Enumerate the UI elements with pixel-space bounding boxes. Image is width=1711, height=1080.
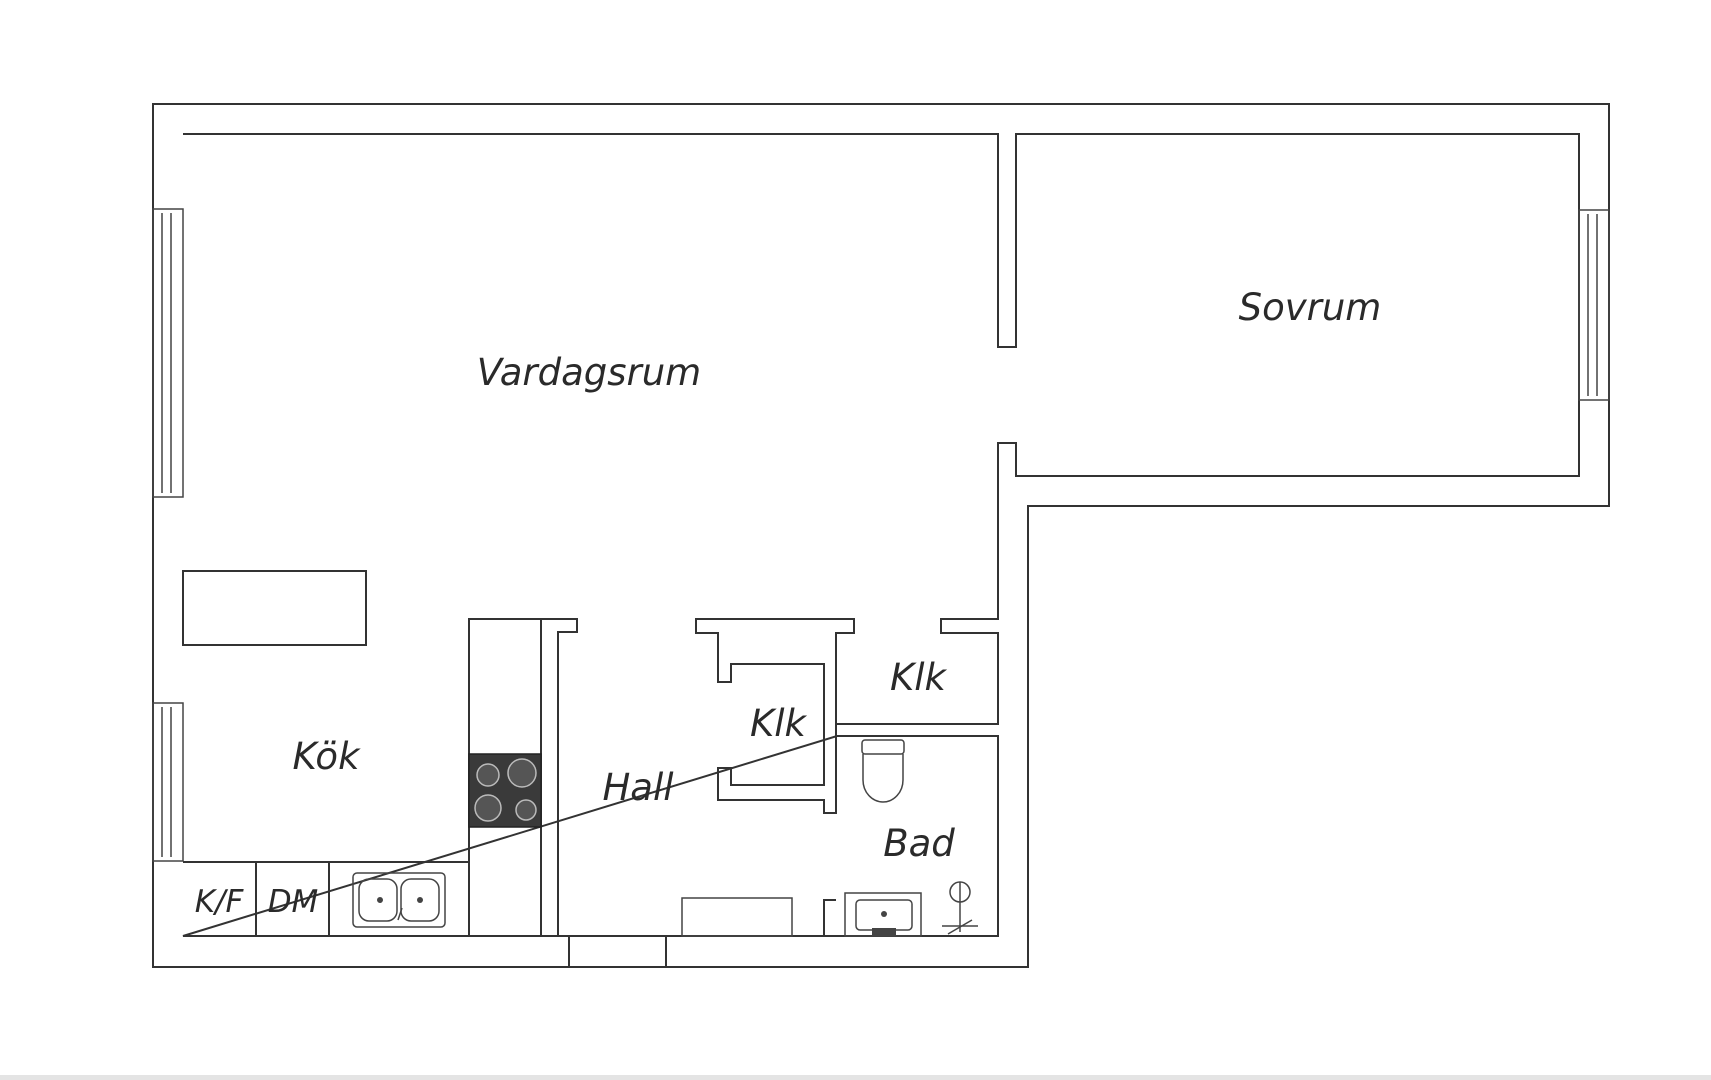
inner-wall-living (182, 133, 1580, 937)
stove (468, 753, 542, 828)
bath-wall-stub (823, 899, 836, 936)
toilet (861, 739, 905, 803)
room-label-bedroom: Sovrum (1239, 286, 1382, 329)
bathroom-sink (844, 892, 922, 937)
hall-left-wall (541, 618, 578, 967)
closet-2-walls (835, 723, 998, 813)
closet-1-walls (717, 633, 837, 814)
shower (942, 881, 978, 935)
room-label-closet-2: Klk (890, 656, 948, 699)
window-left-bottom (152, 702, 184, 862)
kitchen-partition (182, 570, 367, 646)
kitchen-sink (352, 872, 446, 928)
window-left-top (152, 208, 184, 498)
room-label-bathroom: Bad (883, 822, 955, 865)
outer-wall (152, 103, 1610, 968)
window-right (1578, 209, 1610, 401)
appliance-label-dishwasher: DM (268, 884, 319, 920)
room-label-hall: Hall (602, 766, 674, 809)
hall-bench (681, 897, 793, 937)
room-label-kitchen: Kök (292, 735, 361, 778)
room-label-closet-1: Klk (750, 702, 808, 745)
room-label-living: Vardagsrum (477, 351, 701, 394)
hall-bottom-door (665, 935, 836, 967)
bottom-divider (0, 1075, 1711, 1080)
appliance-label-fridge-freezer: K/F (195, 884, 245, 920)
kitchen-bottom-counter (183, 861, 470, 936)
